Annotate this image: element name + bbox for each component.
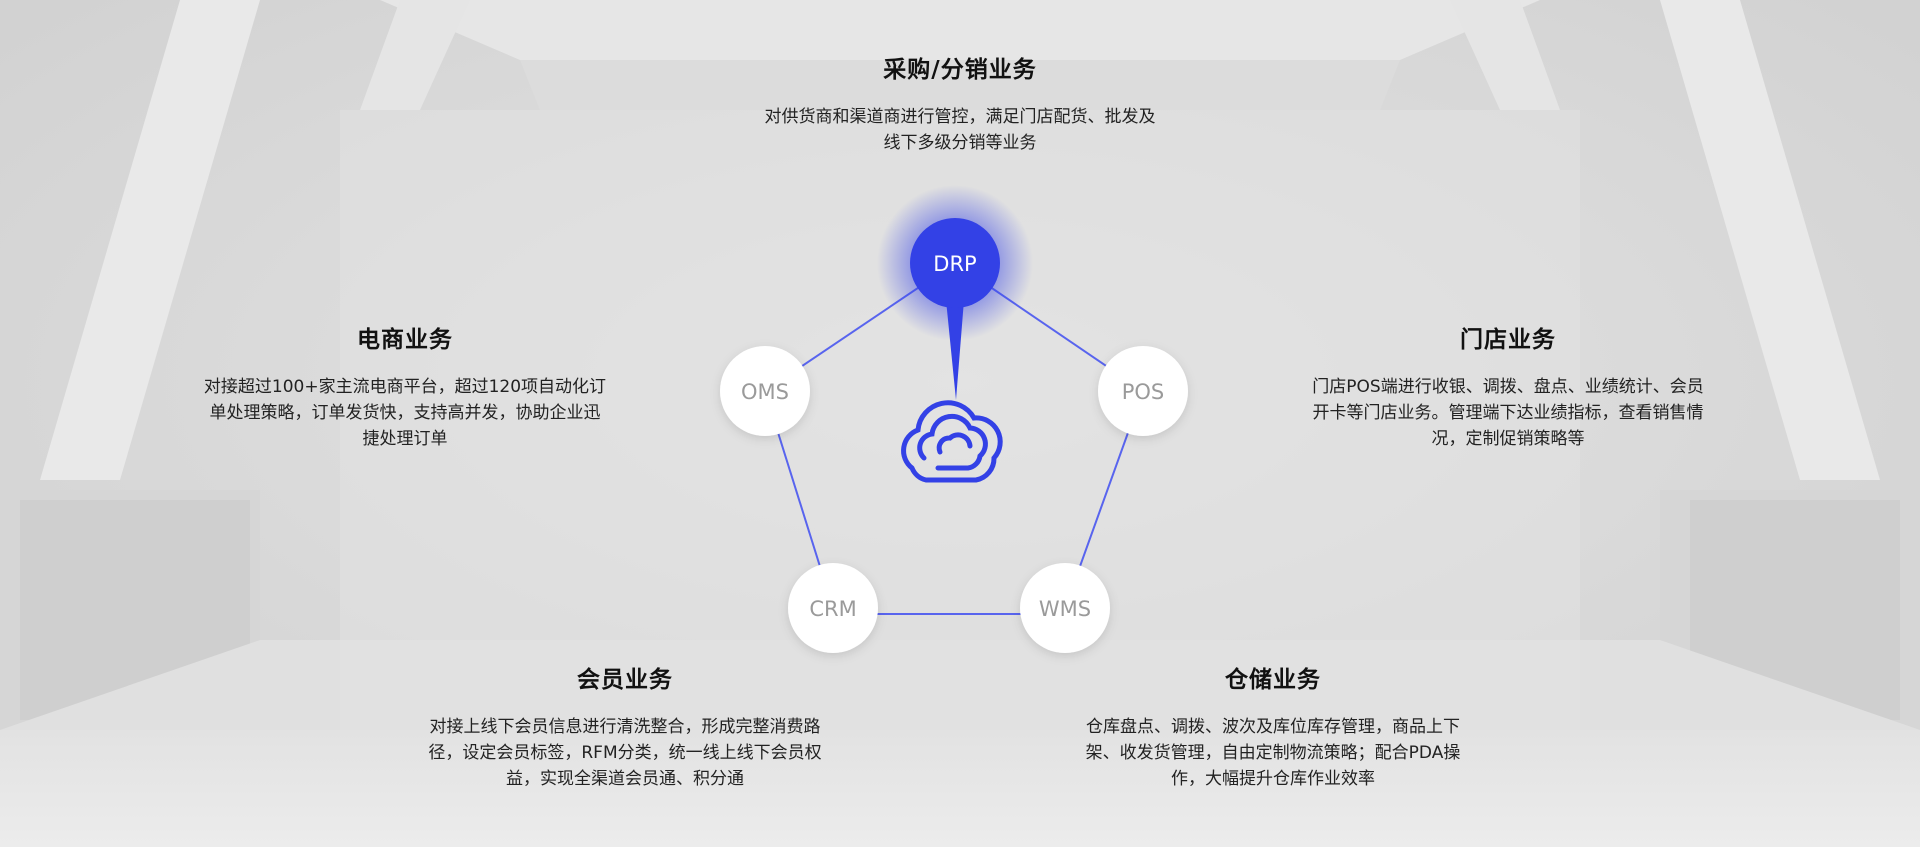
section-right-line: 况，定制促销策略等 bbox=[1431, 429, 1585, 449]
section-top-desc: 对供货商和渠道商进行管控，满足门店配货、批发及 线下多级分销等业务 bbox=[710, 104, 1210, 156]
section-right-line: 门店POS端进行收银、调拨、盘点、业绩统计、会员 bbox=[1312, 377, 1704, 397]
section-bottom-right-line: 仓库盘点、调拨、波次及库位库存管理，商品上下 bbox=[1086, 717, 1460, 737]
section-left-desc: 对接超过100+家主流电商平台，超过120项自动化订 单处理策略，订单发货快，支… bbox=[165, 374, 645, 452]
section-top-line: 对供货商和渠道商进行管控，满足门店配货、批发及 bbox=[764, 107, 1156, 127]
section-bottom-right-desc: 仓库盘点、调拨、波次及库位库存管理，商品上下 架、收发货管理，自由定制物流策略；… bbox=[1033, 714, 1513, 792]
section-right-line: 开卡等门店业务。管理端下达业绩指标，查看销售情 bbox=[1312, 403, 1704, 423]
section-top-line: 线下多级分销等业务 bbox=[883, 133, 1037, 153]
cloud-icon bbox=[901, 400, 1003, 483]
section-bottom-left-line: 益，实现全渠道会员通、积分通 bbox=[506, 769, 744, 789]
node-crm[interactable]: CRM bbox=[788, 563, 878, 653]
section-left: 电商业务 对接超过100+家主流电商平台，超过120项自动化订 单处理策略，订单… bbox=[165, 320, 645, 452]
node-wms-label: WMS bbox=[1039, 597, 1091, 621]
node-drp-label: DRP bbox=[933, 252, 976, 276]
node-oms[interactable]: OMS bbox=[720, 346, 810, 436]
section-bottom-left-line: 径，设定会员标签，RFM分类，统一线上线下会员权 bbox=[428, 743, 822, 763]
section-left-title: 电商业务 bbox=[357, 327, 453, 353]
node-drp[interactable]: DRP bbox=[910, 218, 1000, 308]
section-bottom-left-title: 会员业务 bbox=[577, 667, 673, 693]
section-right-desc: 门店POS端进行收银、调拨、盘点、业绩统计、会员 开卡等门店业务。管理端下达业绩… bbox=[1268, 374, 1748, 452]
section-left-line: 对接超过100+家主流电商平台，超过120项自动化订 bbox=[203, 377, 607, 397]
node-oms-label: OMS bbox=[741, 380, 789, 404]
section-bottom-left-desc: 对接上线下会员信息进行清洗整合，形成完整消费路 径，设定会员标签，RFM分类，统… bbox=[385, 714, 865, 792]
section-left-line: 单处理策略，订单发货快，支持高并发，协助企业迅 bbox=[209, 403, 601, 423]
section-top: 采购/分销业务 对供货商和渠道商进行管控，满足门店配货、批发及 线下多级分销等业… bbox=[710, 50, 1210, 156]
node-pos-label: POS bbox=[1122, 380, 1165, 404]
section-left-line: 捷处理订单 bbox=[362, 429, 448, 449]
section-right-title: 门店业务 bbox=[1460, 327, 1556, 353]
section-bottom-right: 仓储业务 仓库盘点、调拨、波次及库位库存管理，商品上下 架、收发货管理，自由定制… bbox=[1033, 660, 1513, 792]
node-pos[interactable]: POS bbox=[1098, 346, 1188, 436]
section-bottom-left-line: 对接上线下会员信息进行清洗整合，形成完整消费路 bbox=[429, 717, 821, 737]
section-top-title: 采购/分销业务 bbox=[883, 57, 1037, 83]
section-bottom-right-line: 架、收发货管理，自由定制物流策略；配合PDA操 bbox=[1085, 743, 1461, 763]
section-bottom-left: 会员业务 对接上线下会员信息进行清洗整合，形成完整消费路 径，设定会员标签，RF… bbox=[385, 660, 865, 792]
node-crm-label: CRM bbox=[809, 597, 856, 621]
section-bottom-right-title: 仓储业务 bbox=[1225, 667, 1321, 693]
section-bottom-right-line: 作，大幅提升仓库作业效率 bbox=[1171, 769, 1375, 789]
section-right: 门店业务 门店POS端进行收银、调拨、盘点、业绩统计、会员 开卡等门店业务。管理… bbox=[1268, 320, 1748, 452]
node-wms[interactable]: WMS bbox=[1020, 563, 1110, 653]
